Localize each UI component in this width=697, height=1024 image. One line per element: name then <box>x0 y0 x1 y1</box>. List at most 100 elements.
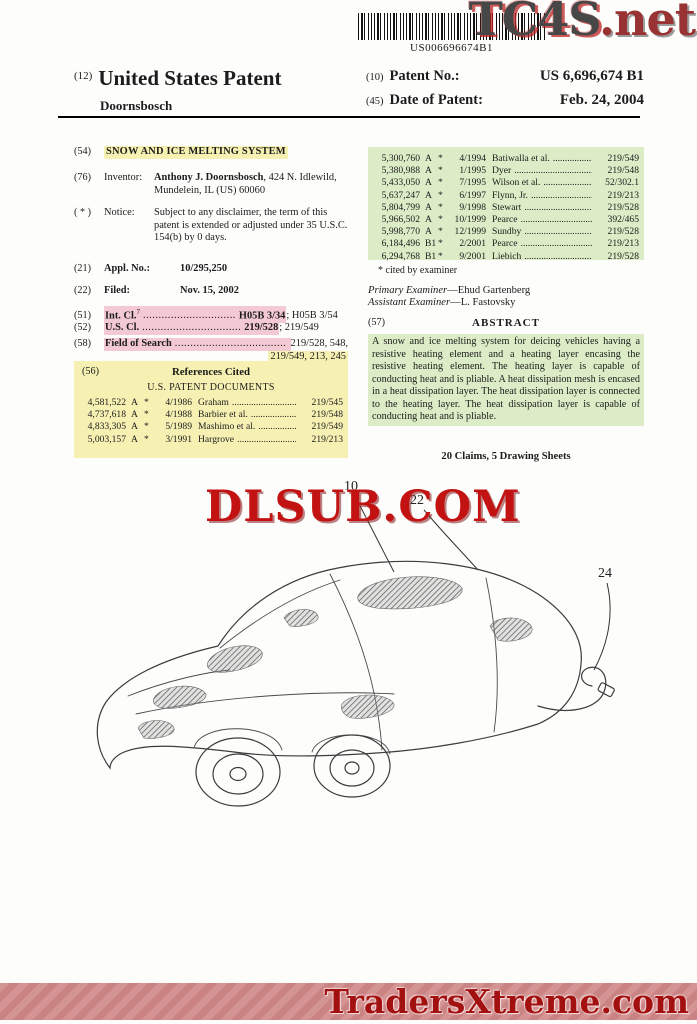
reference-kind-code: A <box>425 153 438 165</box>
reference-leader: ........................................… <box>237 434 296 446</box>
reference-class: 219/213 <box>595 190 639 202</box>
reference-examiner-star: * <box>438 251 447 263</box>
field-of-search-value-1: 219/528, 548, <box>291 338 348 351</box>
references-continued-section: 5,300,760 A * 4/1994 Batiwalla et al. ..… <box>368 147 644 260</box>
reference-leader: ........................................… <box>521 238 592 250</box>
application-number-value: 10/295,250 <box>180 263 227 276</box>
reference-inventor: Barbier et al. <box>198 409 248 421</box>
reference-class: 219/528 <box>595 226 639 238</box>
reference-date: 7/1995 <box>447 177 486 189</box>
reference-examiner-star: * <box>144 421 153 433</box>
inventor-label: Inventor: <box>104 172 154 185</box>
reference-examiner-star: * <box>438 153 447 165</box>
reference-list-right: 5,300,760 A * 4/1994 Batiwalla et al. ..… <box>368 153 644 263</box>
references-cited-heading: (56) References Cited <box>74 366 348 380</box>
application-number-row: (21) Appl. No.: 10/295,250 <box>74 263 348 276</box>
us-cl-label: U.S. Cl. <box>105 322 139 333</box>
notice-row: ( * ) Notice: Subject to any disclaimer,… <box>74 207 348 245</box>
reference-kind-code: A <box>425 177 438 189</box>
reference-row: 4,737,618 A * 4/1988 Barbier et al. ....… <box>74 409 348 421</box>
reference-kind-code: A <box>425 190 438 202</box>
inid-code-76: (76) <box>74 172 104 185</box>
patent-number-value: US 6,696,674 B1 <box>540 68 644 85</box>
date-of-patent-row: (45) Date of Patent: Feb. 24, 2004 <box>366 92 644 109</box>
reference-examiner-star: * <box>438 238 447 250</box>
reference-inventor: Flynn, Jr. <box>492 190 528 202</box>
filed-label: Filed: <box>104 285 180 298</box>
reference-date: 1/1995 <box>447 165 486 177</box>
primary-examiner-label: Primary Examiner <box>368 285 447 296</box>
header-divider <box>58 116 640 118</box>
car-cover-drawing <box>97 561 615 806</box>
reference-examiner-star: * <box>438 214 447 226</box>
abstract-text: A snow and ice melting system for deicin… <box>368 334 644 426</box>
inventor-surname: Doornsbosch <box>100 98 172 114</box>
assistant-examiner-name: L. Fastovsky <box>461 297 516 308</box>
us-cl-row: (52) U.S. Cl............................… <box>74 322 348 335</box>
cited-by-examiner-note: * cited by examiner <box>378 265 457 276</box>
notice-label: Notice: <box>104 207 154 220</box>
abstract-heading: (57) ABSTRACT <box>368 317 644 329</box>
reference-leader: ........................................… <box>521 214 592 226</box>
reference-class: 219/548 <box>595 165 639 177</box>
reference-kind-code: A <box>425 226 438 238</box>
watermark-center: DLSUB.COM <box>205 482 521 532</box>
inid-code-56: (56) <box>82 366 99 377</box>
document-type-heading: (12)United States Patent <box>74 66 281 91</box>
front-wheel-arch <box>194 729 282 750</box>
rear-wheel-arch <box>312 735 390 754</box>
assistant-examiner-dash: — <box>450 297 461 308</box>
reference-kind-code: B1 <box>425 238 438 250</box>
int-cl-label: Int. Cl. <box>105 310 136 321</box>
reference-leader: ........................................… <box>232 397 296 409</box>
abstract-title: ABSTRACT <box>472 317 540 329</box>
reference-date: 3/1991 <box>153 434 192 446</box>
reference-examiner-star: * <box>438 177 447 189</box>
reference-inventor: Sundby <box>492 226 521 238</box>
reference-number: 4,581,522 <box>79 397 126 409</box>
inid-code-21: (21) <box>74 263 104 276</box>
reference-inventor: Graham <box>198 397 229 409</box>
reference-examiner-star: * <box>144 397 153 409</box>
references-cited-section: (56) References Cited U.S. PATENT DOCUME… <box>74 361 348 458</box>
field-of-search-highlight: Field of Search.........................… <box>104 338 291 351</box>
reference-number: 5,804,799 <box>373 202 420 214</box>
reference-date: 12/1999 <box>447 226 486 238</box>
patent-number-label: Patent No.: <box>390 68 460 85</box>
inid-code-22: (22) <box>74 285 104 298</box>
reference-inventor: Mashimo et al. <box>198 421 255 433</box>
reference-class: 219/528 <box>595 251 639 263</box>
inid-code-58: (58) <box>74 338 104 351</box>
reference-date: 9/2001 <box>447 251 486 263</box>
reference-row: 5,998,770 A * 12/1999 Sundby ...........… <box>368 226 644 238</box>
reference-class: 219/549 <box>595 153 639 165</box>
reference-row: 5,637,247 A * 6/1997 Flynn, Jr. ........… <box>368 190 644 202</box>
document-type: United States Patent <box>98 66 281 90</box>
reference-examiner-star: * <box>438 226 447 238</box>
reference-row: 6,294,768 B1 * 9/2001 Liebich ..........… <box>368 251 644 263</box>
filed-value: Nov. 15, 2002 <box>180 285 239 298</box>
reference-inventor: Dyer <box>492 165 511 177</box>
reference-date: 2/2001 <box>447 238 486 250</box>
patent-drawing-figure: 10 22 24 <box>58 466 642 916</box>
inventor-row: (76) Inventor: Anthony J. Doornsbosch, 4… <box>74 172 348 197</box>
claims-summary-line: 20 Claims, 5 Drawing Sheets <box>368 451 644 462</box>
reference-leader: ........................................… <box>524 202 592 214</box>
reference-kind-code: A <box>131 397 144 409</box>
reference-class: 219/548 <box>299 409 343 421</box>
reference-class: 219/545 <box>299 397 343 409</box>
inid-code-52: (52) <box>74 322 104 335</box>
reference-inventor: Batiwalla et al. <box>492 153 550 165</box>
us-cl-value-secondary: ; 219/549 <box>279 322 319 335</box>
reference-row: 5,966,502 A * 10/1999 Pearce ...........… <box>368 214 644 226</box>
reference-date: 5/1989 <box>153 421 192 433</box>
reference-inventor: Liebich <box>492 251 521 263</box>
watermark-bottom-banner: TradersXtreme.com <box>0 983 697 1020</box>
reference-examiner-star: * <box>144 409 153 421</box>
reference-row: 5,433,050 A * 7/1995 Wilson et al. .....… <box>368 177 644 189</box>
field-of-search-label: Field of Search <box>105 338 172 351</box>
int-cl-value-primary: H05B 3/34 <box>239 310 285 321</box>
us-patent-documents-heading: U.S. PATENT DOCUMENTS <box>74 382 348 393</box>
reference-class: 219/528 <box>595 202 639 214</box>
